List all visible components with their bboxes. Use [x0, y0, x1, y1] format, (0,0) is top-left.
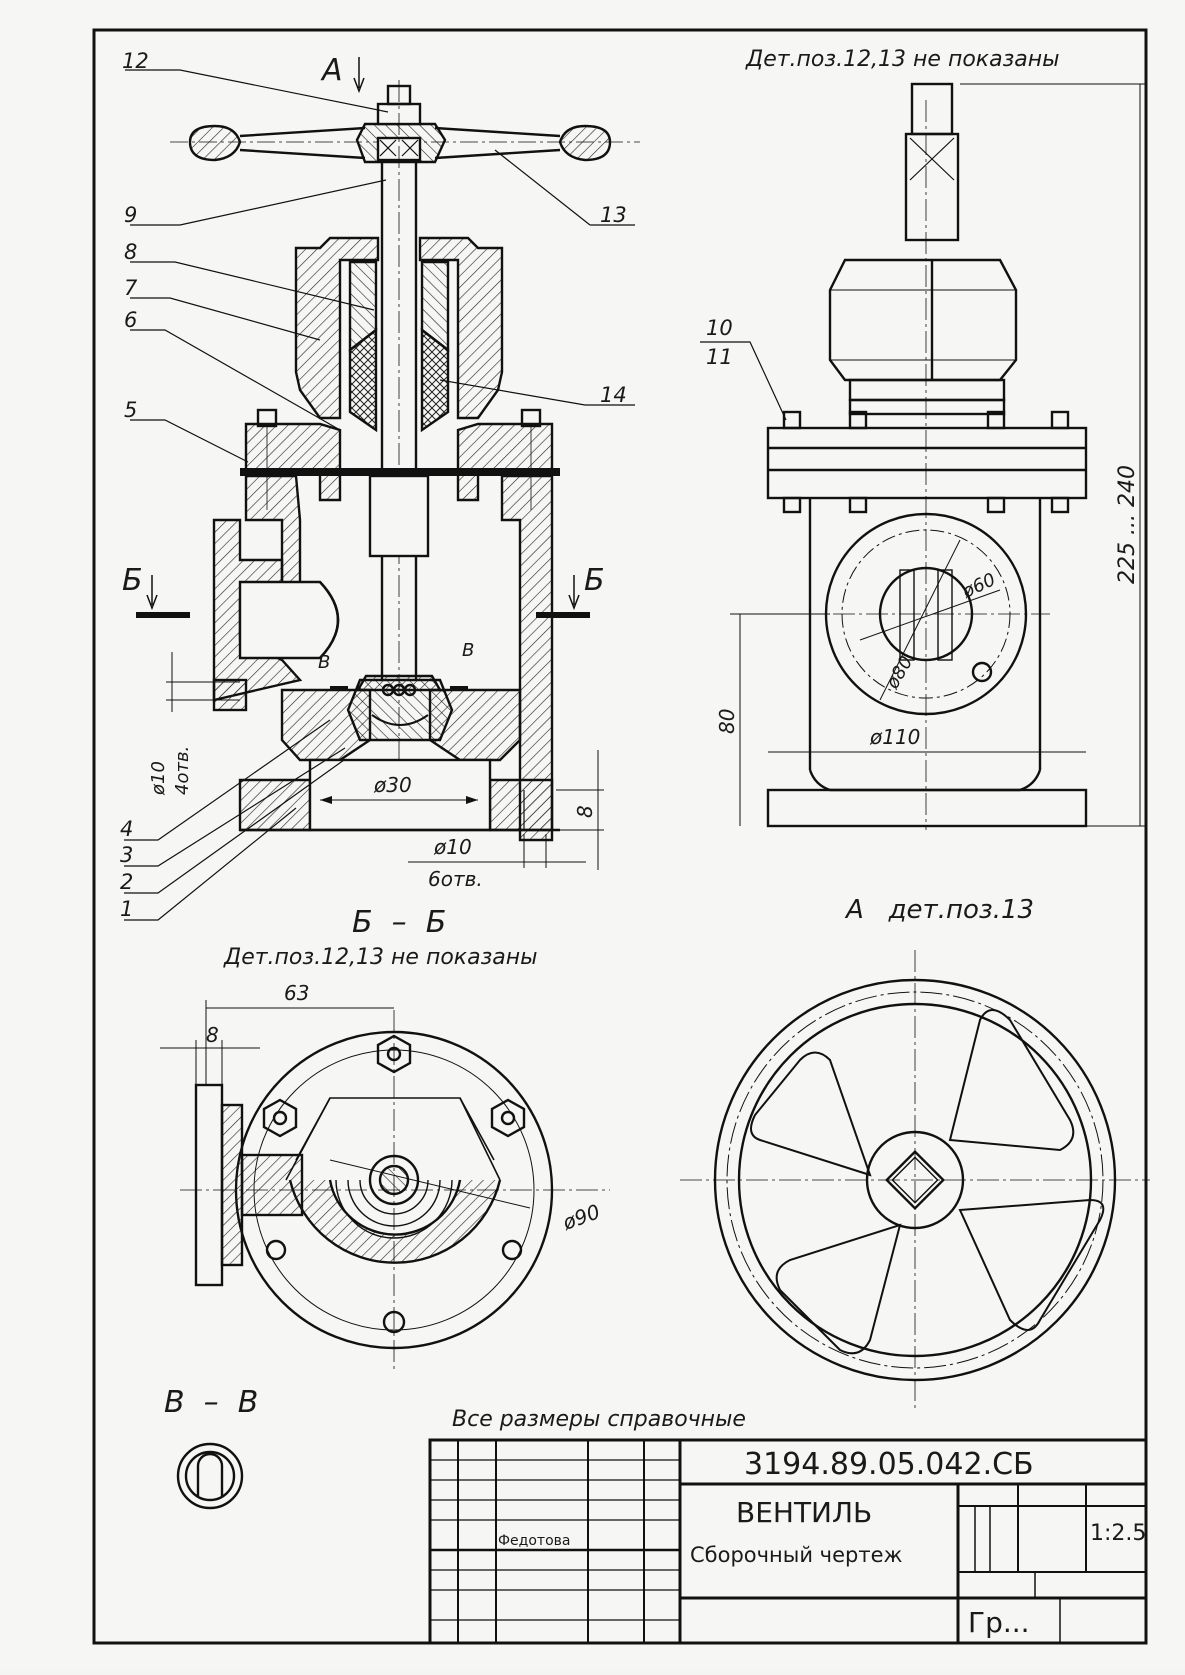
- doc-number: 3194.89.05.042.СБ: [744, 1447, 1034, 1482]
- view-a-title: А дет.поз.13: [844, 895, 1034, 925]
- front-section-view: [124, 57, 640, 921]
- dim-d10b: ø10: [433, 835, 472, 859]
- callout-1: 1: [120, 897, 133, 921]
- callout-5: 5: [124, 398, 137, 422]
- dim-d110: ø110: [869, 725, 920, 749]
- general-note: Все размеры справочные: [452, 1407, 746, 1432]
- section-vv-view: [176, 1442, 244, 1510]
- section-v-left: В: [318, 652, 330, 673]
- callout-13: 13: [600, 203, 627, 227]
- callout-4: 4: [120, 817, 133, 841]
- dim-d30: ø30: [373, 773, 412, 797]
- callout-12: 12: [122, 49, 149, 73]
- section-vv-title: В – В: [164, 1385, 258, 1420]
- section-bb-note: Дет.поз.12,13 не показаны: [223, 945, 538, 970]
- callout-8: 8: [124, 240, 137, 264]
- section-v-right: В: [462, 640, 474, 661]
- side-view: [700, 82, 1146, 830]
- section-b-right: Б: [584, 563, 605, 598]
- author-name: Федотова: [498, 1533, 570, 1549]
- callout-11: 11: [706, 345, 733, 369]
- section-bb-view: [160, 1000, 610, 1370]
- callout-14: 14: [600, 383, 627, 407]
- section-b-left: Б: [122, 563, 143, 598]
- dim-h80: 80: [715, 709, 739, 734]
- callout-3: 3: [120, 843, 133, 867]
- callout-7: 7: [124, 276, 138, 300]
- dim-w63: 63: [284, 981, 309, 1005]
- group-label: Гр...: [968, 1606, 1030, 1639]
- title-block: [428, 1438, 1148, 1645]
- dim-height: 225 ... 240: [1115, 465, 1140, 584]
- scale-value: 1:2.5: [1090, 1521, 1146, 1546]
- dim-w8: 8: [206, 1023, 219, 1047]
- dim-h8: 8: [573, 805, 597, 818]
- view-a-handwheel: [680, 950, 1150, 1410]
- callout-6: 6: [124, 308, 137, 332]
- view-a-marker: А: [320, 53, 343, 88]
- callout-9: 9: [124, 203, 137, 227]
- dim-holes6: 6отв.: [428, 867, 483, 891]
- callout-10: 10: [706, 316, 733, 340]
- callout-2: 2: [120, 870, 133, 894]
- dim-holes4: 4отв.: [172, 746, 193, 795]
- product-name: ВЕНТИЛЬ: [736, 1496, 872, 1529]
- dim-d10-holes: ø10: [148, 761, 169, 796]
- annotations: Дет.поз.12,13 не показаны А 12 9 8 7 6 5…: [120, 47, 1146, 1639]
- section-bb-title: Б – Б: [352, 905, 446, 940]
- doc-type: Сборочный чертеж: [690, 1543, 902, 1567]
- top-right-note: Дет.поз.12,13 не показаны: [745, 47, 1060, 72]
